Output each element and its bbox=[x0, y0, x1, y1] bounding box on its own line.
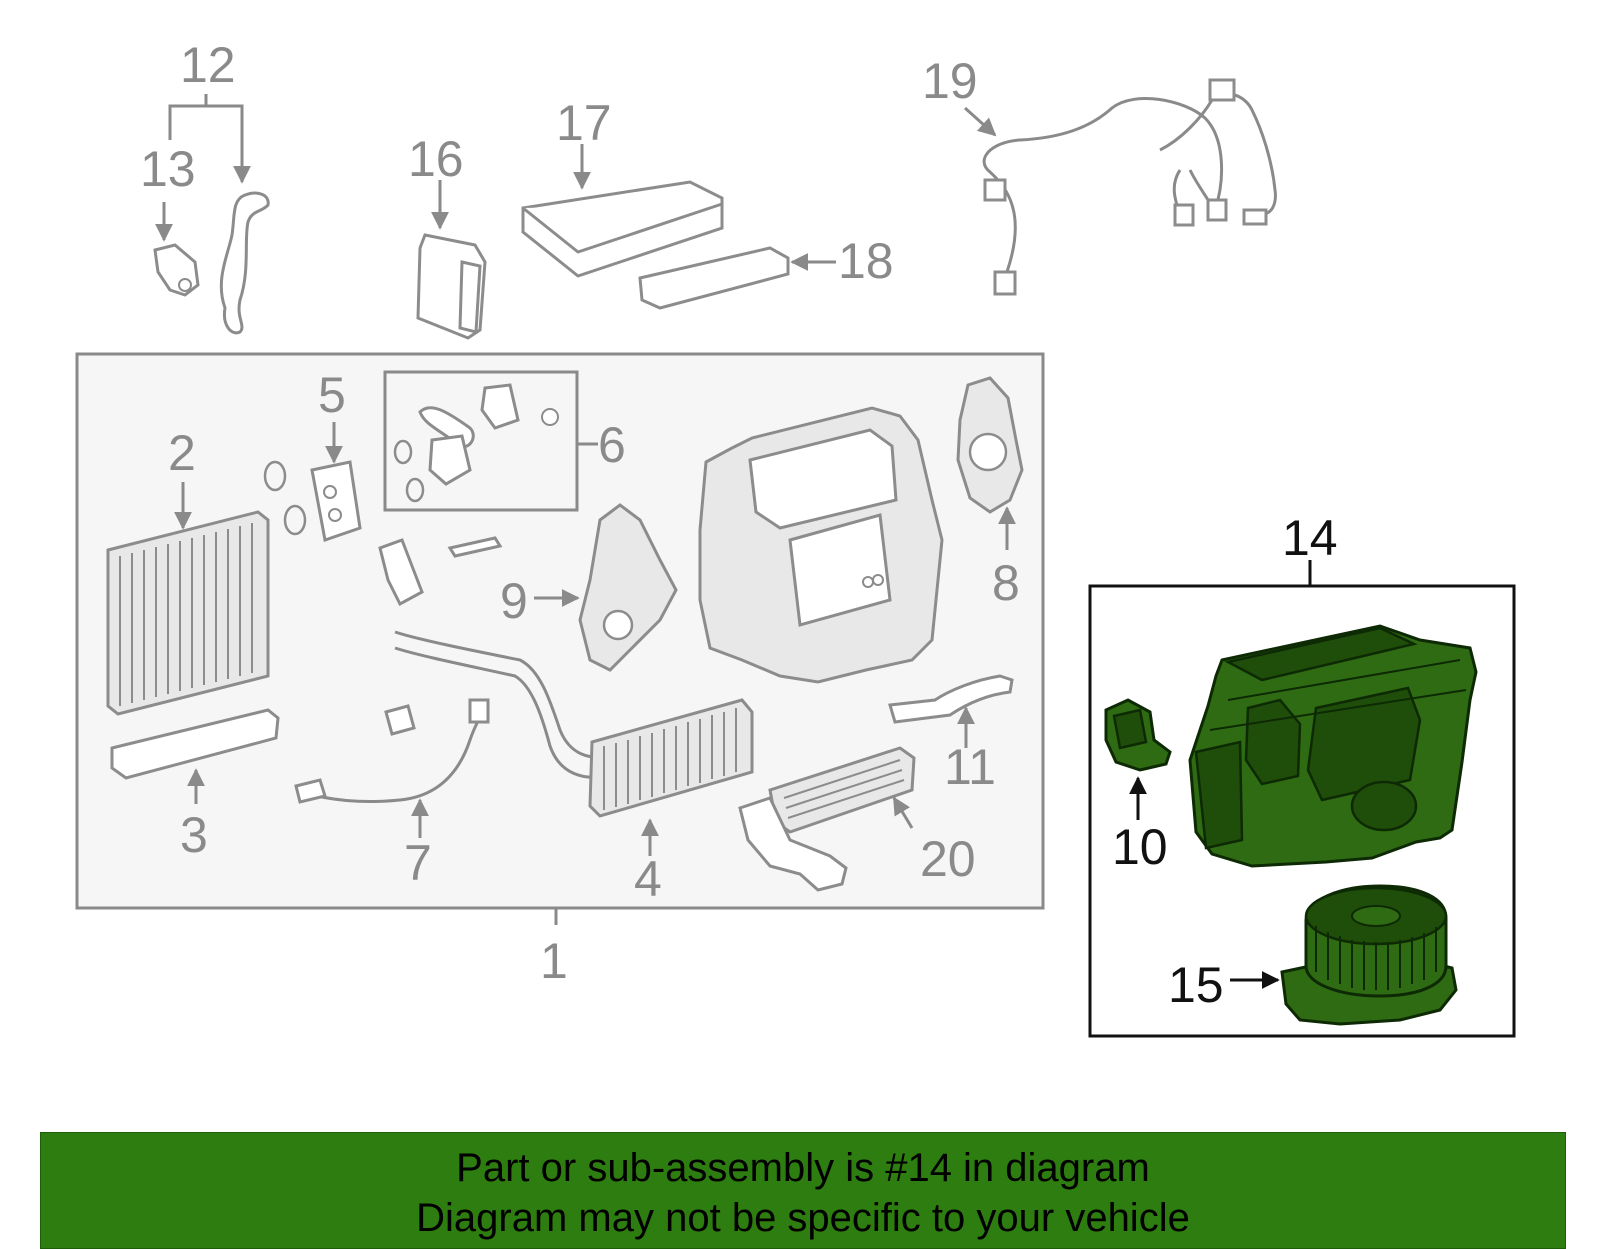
kit-6-box bbox=[383, 370, 579, 512]
callout-10: 10 bbox=[1112, 819, 1168, 875]
callout-15: 15 bbox=[1168, 957, 1224, 1013]
callout-13: 13 bbox=[140, 141, 196, 197]
part-10-resistor[interactable] bbox=[1104, 698, 1172, 772]
callout-3: 3 bbox=[180, 807, 208, 863]
part-15-blower-motor[interactable] bbox=[1280, 884, 1458, 1026]
leader-19 bbox=[963, 106, 997, 137]
callout-4: 4 bbox=[634, 851, 662, 907]
banner-line-2: Diagram may not be specific to your vehi… bbox=[416, 1196, 1190, 1240]
callout-18: 18 bbox=[838, 233, 894, 289]
part-3-cover[interactable] bbox=[110, 708, 280, 780]
part-14-blower-housing[interactable] bbox=[1188, 624, 1478, 868]
part-17-filter[interactable] bbox=[521, 180, 724, 278]
leader-20 bbox=[892, 796, 914, 829]
callout-20: 20 bbox=[920, 831, 976, 887]
part-19-harness[interactable] bbox=[982, 78, 1277, 296]
part-7-sensor-wire[interactable] bbox=[294, 698, 490, 804]
part-4-heater-core[interactable] bbox=[394, 630, 754, 818]
part-9-actuator[interactable] bbox=[578, 503, 678, 672]
callout-2: 2 bbox=[168, 425, 196, 481]
banner-line-1: Part or sub-assembly is #14 in diagram bbox=[456, 1146, 1150, 1190]
o-rings bbox=[263, 460, 307, 536]
part-18-cover[interactable] bbox=[638, 246, 790, 310]
callout-7: 7 bbox=[404, 835, 432, 891]
callout-11: 11 bbox=[944, 739, 996, 795]
callout-6: 6 bbox=[598, 417, 626, 473]
callout-9: 9 bbox=[500, 573, 528, 629]
part-13-sensor[interactable] bbox=[153, 243, 200, 297]
part-5-valve[interactable] bbox=[310, 460, 362, 542]
info-banner: Part or sub-assembly is #14 in diagram D… bbox=[40, 1132, 1566, 1249]
part-20-heater[interactable] bbox=[738, 746, 916, 892]
callout-8: 8 bbox=[992, 555, 1020, 611]
part-2-evaporator[interactable] bbox=[106, 510, 270, 716]
callout-12: 12 bbox=[180, 37, 236, 93]
part-16-module[interactable] bbox=[416, 233, 487, 340]
callout-16: 16 bbox=[408, 131, 464, 187]
part-8-casing[interactable] bbox=[956, 376, 1024, 514]
clip-part bbox=[378, 538, 424, 607]
callout-5: 5 bbox=[318, 367, 346, 423]
callout-17: 17 bbox=[556, 95, 612, 151]
part-12-hose[interactable] bbox=[219, 191, 270, 335]
bolt-part bbox=[447, 536, 503, 558]
part-6-kit[interactable] bbox=[393, 383, 559, 503]
hvac-case bbox=[698, 406, 944, 684]
callout-19: 19 bbox=[922, 53, 978, 109]
callout-14: 14 bbox=[1282, 510, 1338, 566]
callout-1: 1 bbox=[540, 933, 568, 989]
